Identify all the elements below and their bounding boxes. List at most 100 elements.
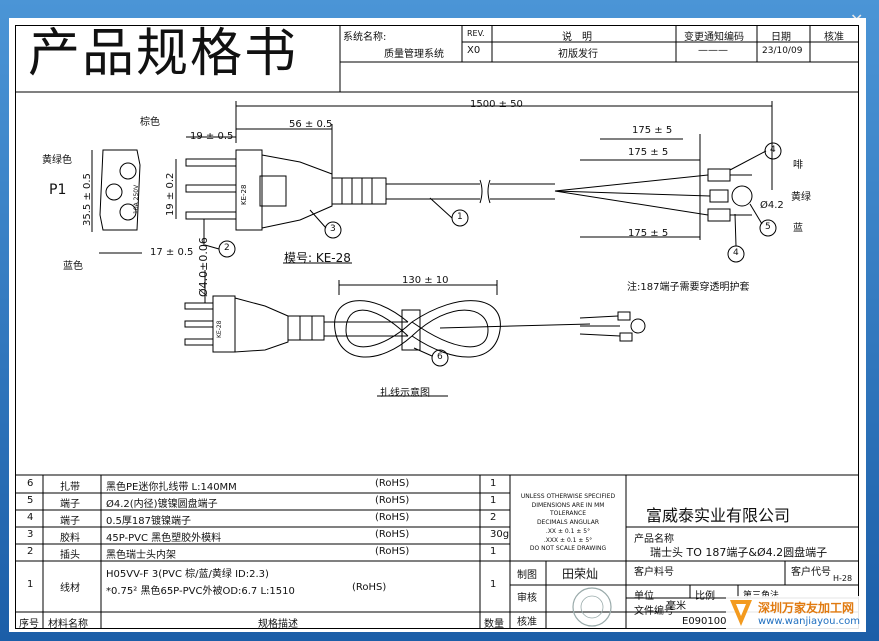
date-value: 23/10/09 <box>762 46 803 56</box>
dim-strip-mid: 175 ± 5 <box>628 147 669 158</box>
bom-row-seq: 2 <box>27 546 34 557</box>
tolerance-line: UNLESS OTHERWISE SPECIFIED <box>520 493 616 500</box>
callout-4-bottom: 4 <box>733 248 739 258</box>
tolerance-line: TOLERANCE <box>549 510 587 518</box>
file-number-value: E090100 <box>682 616 727 627</box>
dim-coil-length: 130 ± 10 <box>402 275 449 286</box>
bom-row-name: 插头 <box>60 550 80 561</box>
customer-pn-label: 客户料号 <box>634 567 674 578</box>
approved-by-label: 核准 <box>517 617 537 628</box>
drawn-by-value: 田荣灿 <box>562 567 599 581</box>
callout-4-top: 4 <box>770 145 776 155</box>
bom-header-seq: 序号 <box>19 619 39 630</box>
bom-header-spec: 规格描述 <box>258 619 298 630</box>
bom-row-rohs: (RoHS) <box>375 495 410 506</box>
dim-plug-length: 56 ± 0.5 <box>289 119 333 130</box>
reviewed-by-label: 审核 <box>517 593 537 604</box>
watermark-logo-icon <box>730 600 752 626</box>
bom-row-seq: 4 <box>27 512 34 523</box>
bom-row-qty: 1 <box>490 478 497 489</box>
file-number-label: 文件编号 <box>634 606 674 617</box>
watermark-title: 深圳万家友加工网 <box>758 601 855 615</box>
ring-diameter: Ø4.2 <box>760 200 784 211</box>
tolerance-line: DIMENSIONS ARE IN MM <box>531 501 605 509</box>
bom-row-seq: 6 <box>27 478 34 489</box>
wire-yellow-green-label: 黄绿 <box>791 192 811 203</box>
bom-row-rohs: (RoHS) <box>375 478 410 489</box>
product-name-value: 瑞士头 TO 187端子&Ø4.2圆盘端子 <box>650 546 828 559</box>
system-name-label: 系统名称: <box>343 32 387 43</box>
tolerance-line: .XXX ± 0.1 ± 5° <box>543 536 593 544</box>
watermark-url: www.wanjiayou.com <box>758 616 861 627</box>
tolerance-line: DECIMALS ANGULAR <box>536 519 600 527</box>
label-brown: 棕色 <box>140 117 160 128</box>
bom-row-name: 胶料 <box>60 533 80 544</box>
callout-2: 2 <box>224 243 230 253</box>
dim-strip-outer: 175 ± 5 <box>632 125 673 136</box>
wire-blue-label: 蓝 <box>793 223 803 234</box>
label-blue: 蓝色 <box>63 261 83 272</box>
bom-row-spec: H05VV-F 3(PVC 棕/蓝/黄绿 ID:2.3) <box>106 569 269 580</box>
approval-stamp <box>572 587 612 627</box>
dim-strip-low: 175 ± 5 <box>628 228 669 239</box>
watermark-badge: 深圳万家友加工网 www.wanjiayou.com <box>726 596 866 632</box>
label-yellow-green: 黄绿色 <box>42 155 72 166</box>
bom-header-qty: 数量 <box>484 619 504 630</box>
bom-row-seq: 3 <box>27 529 34 540</box>
customer-code-value: H-28 <box>833 574 853 583</box>
rev-label: REV. <box>467 29 485 38</box>
bom-row-qty: 30g <box>490 529 510 540</box>
bom-row-seq: 5 <box>27 495 34 506</box>
dim-pin-length: 19 ± 0.5 <box>190 131 234 142</box>
unit-value: 毫米 <box>666 601 686 612</box>
ecn-value: ——— <box>698 45 728 56</box>
rev-value: X0 <box>467 45 481 56</box>
bom-row-spec: 黑色PE迷你扎线带 L:140MM <box>106 482 237 493</box>
dim-total-length: 1500 ± 50 <box>470 99 523 110</box>
customer-code-label: 客户代号 <box>791 567 831 578</box>
bom-row-rohs: (RoHS) <box>375 512 410 523</box>
spec-sheet <box>9 18 866 632</box>
bom-row-spec: Ø4.2(内径)镀镍圆盘端子 <box>106 499 218 510</box>
bom-row-qty: 1 <box>490 579 497 590</box>
bom-row-qty: 2 <box>490 512 497 523</box>
wire-brown-label: 啡 <box>793 160 803 171</box>
model-label: 模号: KE-28 <box>284 251 351 265</box>
approve-header-label: 核准 <box>824 32 844 43</box>
page-title: 产品规格书 <box>28 24 299 84</box>
bom-row-seq: 1 <box>27 579 34 590</box>
bom-header-name: 材料名称 <box>48 619 88 630</box>
drawn-by-label: 制图 <box>517 570 537 581</box>
bom-row-qty: 1 <box>490 546 497 557</box>
bom-row-spec-2: *0.75² 黑色65P-PVC外被OD:6.7 L:1510 <box>106 586 295 597</box>
dim-face-width: 17 ± 0.5 <box>150 247 194 258</box>
date-label: 日期 <box>771 32 791 43</box>
bom-row-name: 扎带 <box>60 482 80 493</box>
description-label: 说 明 <box>562 32 592 43</box>
tolerance-line: .XX ± 0.1 ± 5° <box>545 527 591 535</box>
scale-label: 比例 <box>695 591 715 602</box>
bom-row-name: 端子 <box>60 499 80 510</box>
company-name: 富威泰实业有限公司 <box>646 506 791 525</box>
callout-5: 5 <box>765 222 771 232</box>
bom-row-rohs: (RoHS) <box>375 546 410 557</box>
bom-row-spec: 45P-PVC 黑色塑胶外模料 <box>106 533 222 544</box>
description-value: 初版发行 <box>558 49 598 60</box>
ecn-label: 变更通知编码 <box>684 32 744 43</box>
bom-row-name: 端子 <box>60 516 80 527</box>
bom-row-spec: 黑色瑞士头内架 <box>106 550 176 561</box>
drawing-note: 注:187端子需要穿透明护套 <box>627 282 750 293</box>
bom-row-rohs: (RoHS) <box>375 529 410 540</box>
callout-3: 3 <box>330 224 336 234</box>
product-name-label: 产品名称 <box>634 534 674 545</box>
system-name-value: 质量管理系统 <box>384 49 444 60</box>
bom-row-rohs: (RoHS) <box>352 582 387 593</box>
bom-row-qty: 1 <box>490 495 497 506</box>
tolerance-line: DO NOT SCALE DRAWING <box>529 545 607 553</box>
callout-1: 1 <box>457 212 463 222</box>
bundle-caption: 扎线示意图 <box>380 388 430 399</box>
